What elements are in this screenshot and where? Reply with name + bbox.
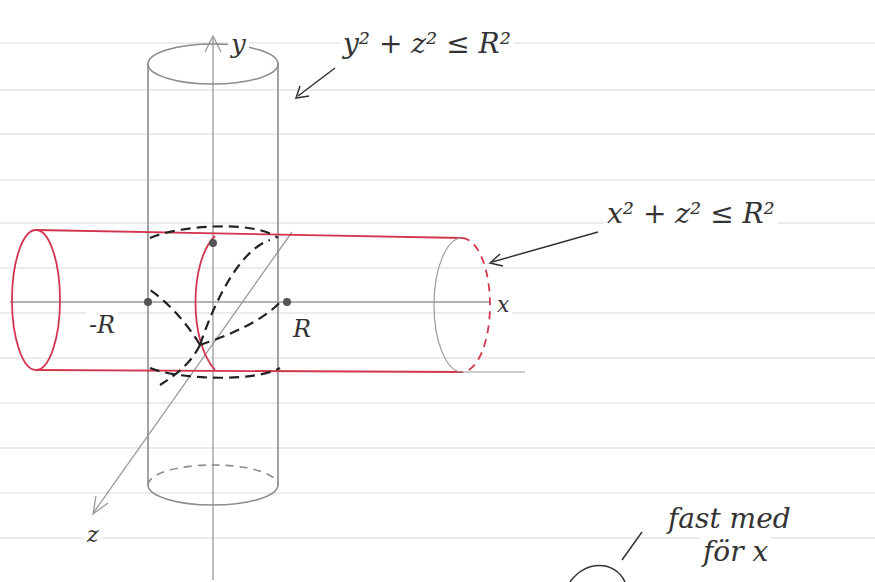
axis-points xyxy=(144,239,291,306)
ruled-paper xyxy=(0,43,875,538)
axis-value: -R xyxy=(86,312,118,340)
axis-value: R xyxy=(290,316,314,344)
axes xyxy=(10,36,490,580)
note-text: för x xyxy=(700,536,771,568)
intersection-curves xyxy=(150,226,282,385)
vertical-cylinder xyxy=(148,44,278,505)
leader-arrows xyxy=(296,68,642,582)
axis-label: x xyxy=(494,292,512,317)
region-formula: x² + z² ≤ R² xyxy=(604,198,778,230)
axis-label: z xyxy=(84,522,102,547)
axis-label: y xyxy=(228,30,249,60)
region-formula: y² + z² ≤ R² xyxy=(340,28,514,60)
horizontal-cylinder xyxy=(12,230,490,372)
note-text: fast med xyxy=(665,503,794,535)
